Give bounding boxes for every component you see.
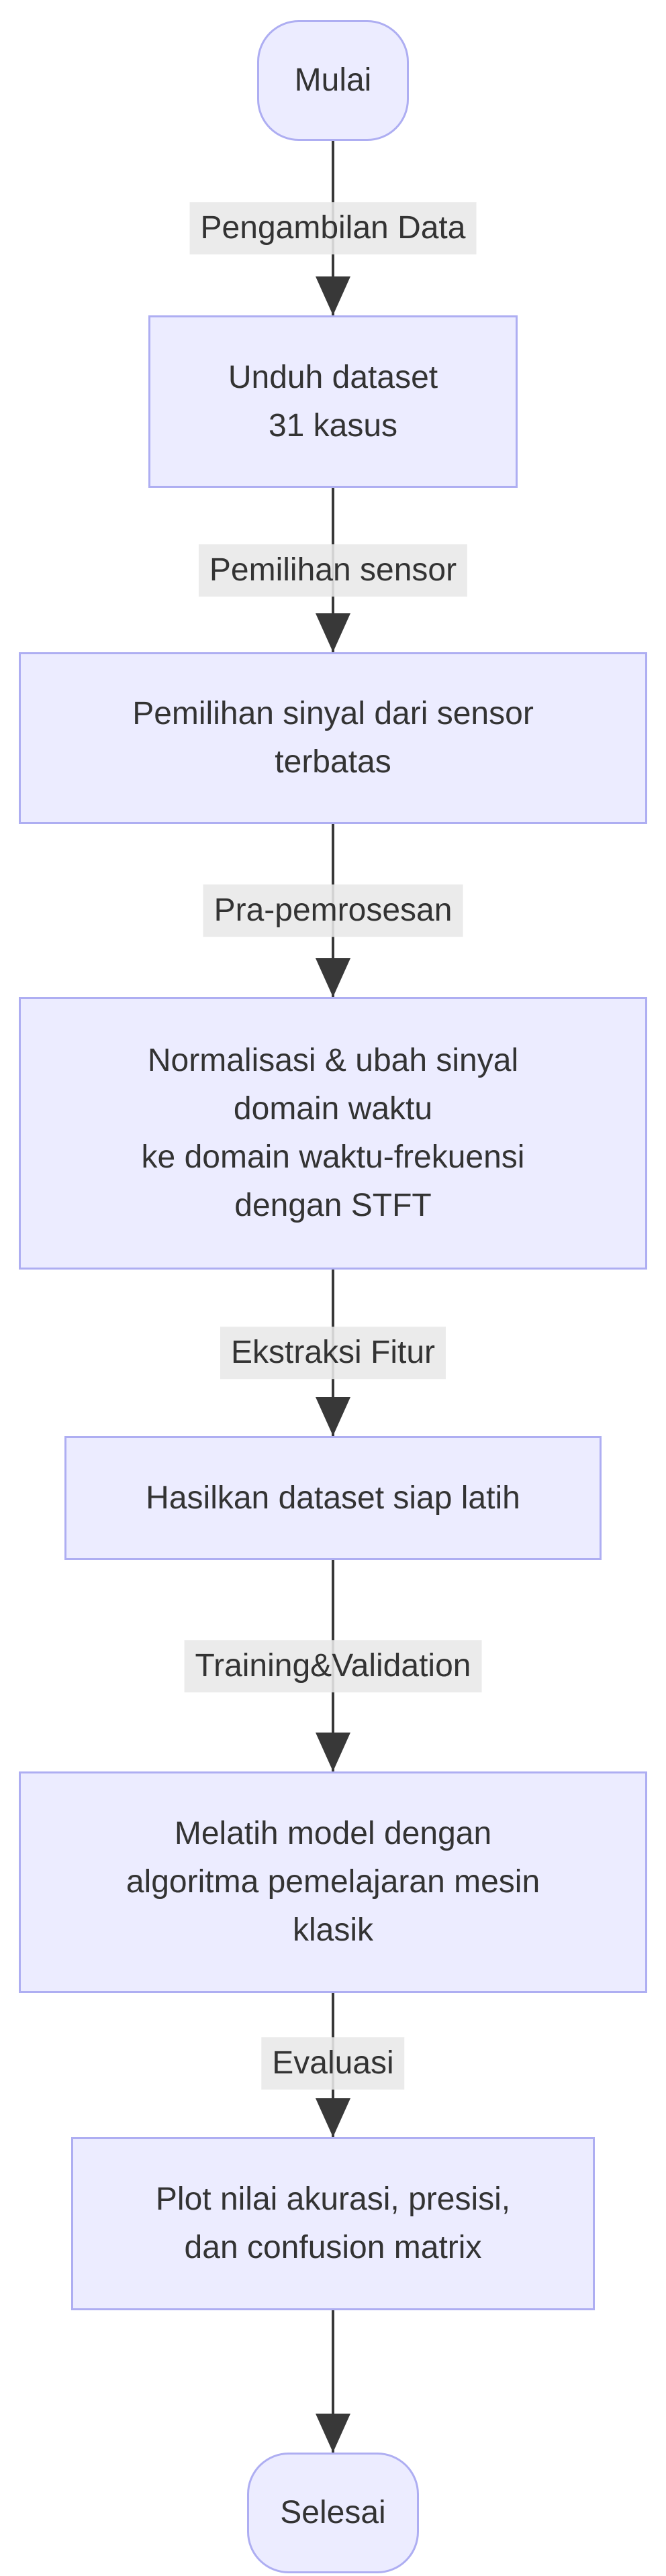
arrowhead-icon — [316, 958, 350, 997]
node-label-line: algoritma pemelajaran mesin — [126, 1864, 540, 1900]
node-label-line: ke domain waktu-frekuensi — [141, 1139, 525, 1175]
flowchart-node-melatih: Melatih model dengan algoritma pemelajara… — [19, 1771, 647, 1993]
flowchart-node-unduh: Unduh dataset 31 kasus — [148, 315, 518, 488]
arrowhead-icon — [316, 1733, 350, 1771]
edge-label: Pra-pemrosesan — [203, 884, 463, 937]
node-label-line: dan confusion matrix — [184, 2230, 482, 2265]
node-label-line: Selesai — [280, 2495, 386, 2530]
node-label-line: Mulai — [294, 62, 372, 98]
flowchart-node-pemilihan: Pemilihan sinyal dari sensor terbatas — [19, 652, 647, 824]
arrowhead-icon — [316, 2414, 350, 2453]
node-label-line: domain waktu — [233, 1091, 433, 1127]
flowchart-node-normalisasi: Normalisasi & ubah sinyal domain waktu ke … — [19, 997, 647, 1270]
node-label-line: terbatas — [275, 744, 391, 780]
arrowhead-icon — [316, 2098, 350, 2137]
node-label-line: Unduh dataset — [228, 359, 438, 395]
node-label-line: Melatih model dengan — [174, 1816, 492, 1851]
edge-label: Pemilihan sensor — [198, 544, 468, 597]
flowchart-node-hasilkan: Hasilkan dataset siap latih — [64, 1436, 602, 1560]
flowchart-node-end: Selesai — [247, 2453, 419, 2573]
edge-label: Training&Validation — [184, 1640, 482, 1692]
node-label-line: Plot nilai akurasi, presisi, — [155, 2181, 511, 2217]
arrowhead-icon — [316, 276, 350, 315]
node-label-line: 31 kasus — [268, 407, 398, 444]
flowchart-node-start: Mulai — [257, 20, 409, 141]
node-label-line: klasik — [292, 1912, 374, 1948]
edge-label: Evaluasi — [261, 2037, 405, 2090]
arrowhead-icon — [316, 1397, 350, 1436]
node-label-line: Hasilkan dataset siap latih — [146, 1480, 520, 1516]
edge-label: Ekstraksi Fitur — [220, 1327, 446, 1379]
flowchart-node-plot: Plot nilai akurasi, presisi, dan confusio… — [71, 2137, 595, 2310]
node-label-line: dengan STFT — [234, 1188, 432, 1223]
node-label-line: Normalisasi & ubah sinyal — [147, 1043, 519, 1078]
edge-label: Pengambilan Data — [189, 202, 477, 254]
edge-connector — [332, 2310, 334, 2453]
node-label-line: Pemilihan sinyal dari sensor — [132, 696, 534, 731]
arrowhead-icon — [316, 613, 350, 652]
